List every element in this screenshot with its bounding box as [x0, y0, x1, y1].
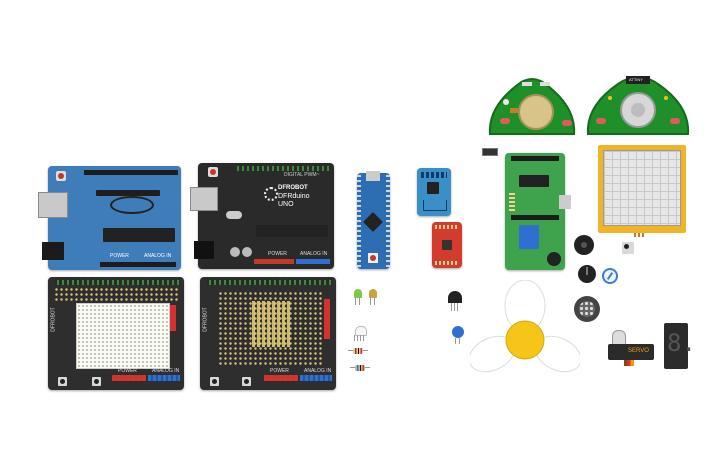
analog-label: ANALOG IN: [144, 253, 172, 259]
digital-label: DIGITAL PWM~: [284, 172, 320, 178]
motor-shield[interactable]: [505, 153, 571, 270]
esp8266-module[interactable]: [417, 168, 451, 216]
usb-port: [38, 192, 68, 218]
analog-label: ANALOG IN: [304, 368, 332, 374]
usb-port: [366, 171, 380, 181]
power-label: POWER: [270, 368, 289, 374]
dfrobot-logo-icon: [264, 187, 278, 201]
power-label: POWER: [110, 253, 129, 259]
robot-right[interactable]: ATTINY: [584, 66, 692, 140]
fan-propeller[interactable]: [468, 279, 582, 380]
dfrobot-uno-board[interactable]: DIGITAL PWM~ DFROBOT DFRduino UNO POWER …: [190, 163, 334, 269]
microcontroller-chip: [103, 228, 175, 242]
proto-shield-1[interactable]: DFROBOT POWER ANALOG IN: [48, 277, 184, 390]
servo-label: SERVO: [628, 348, 649, 354]
reset-button[interactable]: [58, 377, 67, 386]
capacitor[interactable]: [452, 326, 464, 344]
model-label-2: UNO: [278, 201, 294, 208]
analog-label: ANALOG IN: [300, 251, 328, 257]
model-label: DFRduino: [278, 193, 310, 200]
mini-switch[interactable]: [482, 148, 498, 156]
reset-button[interactable]: [210, 377, 219, 386]
sensor-chip: [442, 240, 452, 250]
analog-label: ANALOG IN: [152, 368, 180, 374]
crystal: [226, 211, 242, 219]
antenna-icon: [423, 200, 447, 211]
microcontroller-chip: [363, 212, 383, 232]
transistor[interactable]: [448, 291, 462, 313]
arduino-uno-board[interactable]: POWER ANALOG IN: [38, 166, 181, 270]
driver-chip: [519, 175, 549, 187]
power-jack: [194, 241, 214, 259]
reset-button[interactable]: [56, 171, 66, 181]
user-button[interactable]: [242, 377, 251, 386]
trimmer[interactable]: [602, 268, 618, 284]
seven-segment[interactable]: 8.: [664, 323, 696, 369]
capacitor: [230, 247, 240, 257]
led-green[interactable]: [354, 289, 362, 305]
reset-button[interactable]: [368, 253, 378, 263]
segment-digit: 8.: [667, 329, 696, 357]
breadboard-area: [76, 303, 170, 369]
servo[interactable]: SERVO: [608, 330, 654, 368]
sensor-breakout[interactable]: [432, 222, 462, 268]
user-button[interactable]: [92, 377, 101, 386]
lcd-display: [603, 150, 681, 226]
usb-port: [559, 195, 571, 209]
power-label: POWER: [118, 368, 137, 374]
usb-port: [190, 187, 218, 211]
resistor-2[interactable]: [350, 365, 370, 371]
reset-button[interactable]: [208, 167, 218, 177]
brand-label: DFROBOT: [278, 185, 308, 191]
power-jack: [42, 242, 64, 260]
wifi-chip: [427, 182, 439, 194]
proto-shield-2[interactable]: DFROBOT POWER ANALOG IN: [200, 277, 336, 390]
brand-label: DFROBOT: [202, 307, 209, 332]
brand-label: DFROBOT: [50, 307, 57, 332]
led-yellow[interactable]: [369, 289, 377, 305]
buzzer[interactable]: [574, 235, 594, 255]
resistor-1[interactable]: [348, 348, 368, 354]
robot-left[interactable]: [486, 68, 580, 140]
chip-label: ATTINY: [629, 77, 643, 82]
capacitor: [547, 252, 561, 266]
microcontroller-chip: [256, 225, 328, 237]
lcd-screen[interactable]: [598, 145, 686, 237]
capacitor: [242, 247, 252, 257]
arduino-nano-board[interactable]: [357, 171, 390, 269]
potentiometer[interactable]: [578, 265, 596, 283]
terminal-block: [519, 225, 539, 249]
tactile-button[interactable]: [622, 242, 634, 254]
rgb-led[interactable]: [352, 326, 368, 342]
power-label: POWER: [268, 251, 287, 257]
speaker[interactable]: [574, 296, 600, 322]
